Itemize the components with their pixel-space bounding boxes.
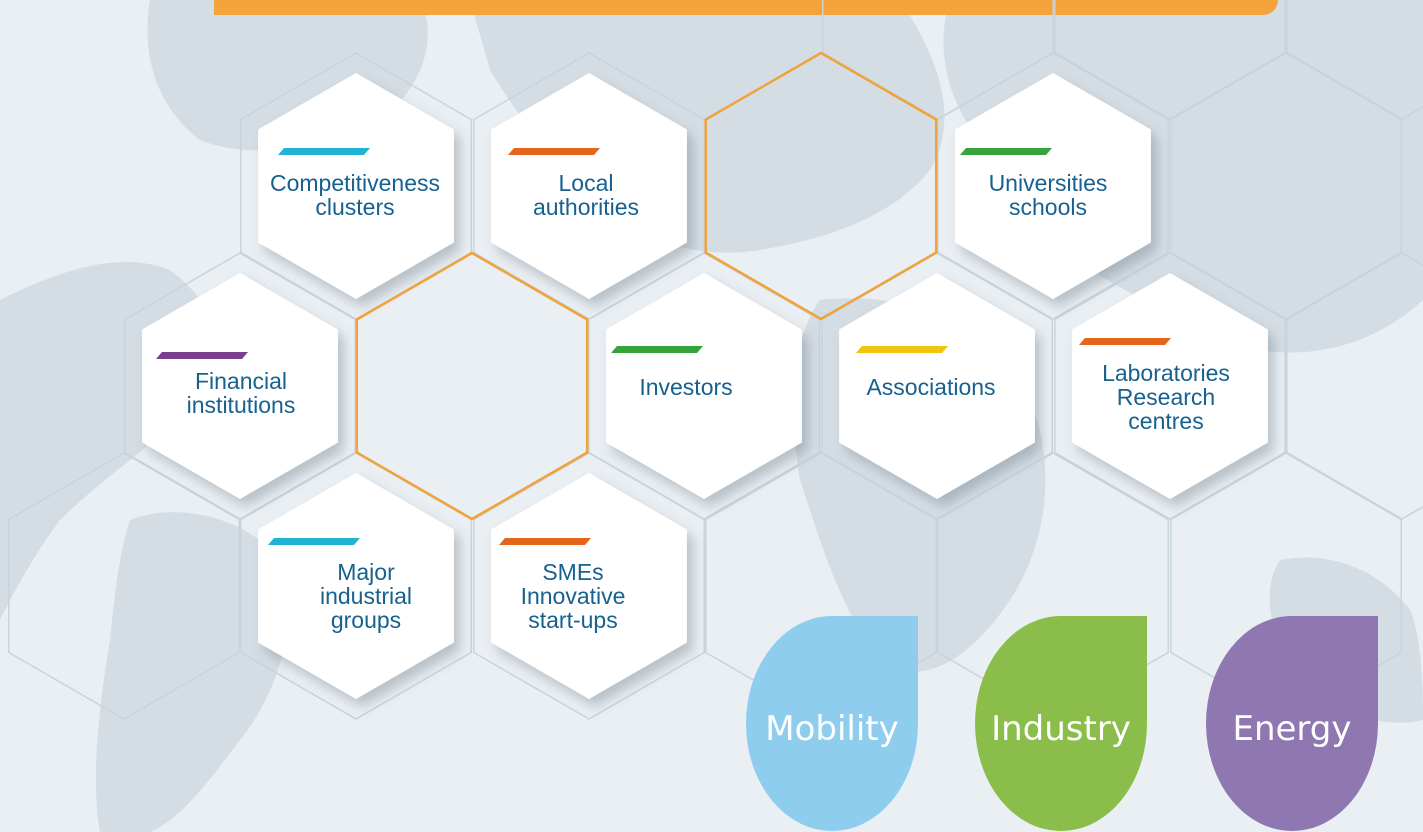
actor-label-line: centres [1128, 408, 1204, 434]
grid-hexagon [1286, 0, 1423, 120]
actor-label-line: Laboratories [1102, 360, 1230, 386]
actor-label-major-industrial-groups: Major industrial groups [276, 560, 456, 632]
accent-bar-local-authorities [508, 148, 600, 155]
actor-hexagon-financial-institutions [142, 273, 338, 499]
actor-label-line: institutions [186, 392, 296, 418]
actor-hexagon-local-authorities [491, 73, 687, 299]
actor-label-financial-institutions: Financial institutions [151, 369, 331, 417]
actor-hexagon-smes-innovative-startups [491, 473, 687, 699]
france-map-hexagon [355, 251, 589, 521]
actor-label-line: authorities [532, 194, 640, 220]
accent-bar-competitiveness-clusters [278, 148, 370, 155]
actor-label-laboratories-research-centres: Laboratories Research centres [1076, 361, 1256, 433]
sector-label: Industry [991, 708, 1131, 749]
top-banner [214, 0, 1278, 15]
actor-label-investors: Investors [596, 375, 776, 399]
actor-label-line: Innovative [520, 583, 626, 609]
map-hexagons [355, 51, 938, 521]
accent-bar-laboratories-research-centres [1079, 338, 1171, 345]
accent-bar-major-industrial-groups [268, 538, 360, 545]
grid-hexagon [8, 452, 240, 720]
actor-label-line: Research [1116, 384, 1216, 410]
actor-label-line: SMEs [542, 559, 604, 585]
actor-label-line: schools [1009, 194, 1087, 220]
actor-label-smes-innovative-startups: SMEs Innovative start-ups [483, 560, 663, 632]
actor-label-line: groups [330, 607, 402, 633]
accent-bar-financial-institutions [156, 352, 248, 359]
sector-badge-industry: Industry [975, 616, 1147, 831]
actor-label-line: start-ups [528, 607, 618, 633]
grid-hexagon [1054, 252, 1286, 520]
grid-hexagon [356, 252, 588, 520]
actor-label-line: Local [558, 170, 614, 196]
actor-label-line: Major [337, 559, 395, 585]
actor-hexagon-laboratories-research-centres [1072, 273, 1268, 499]
grid-hexagon [1170, 452, 1402, 720]
grid-hexagon [1170, 52, 1402, 320]
sector-label: Energy [1232, 708, 1352, 749]
actor-hexagon-universities-schools [955, 73, 1151, 299]
actor-label-line: clusters [315, 194, 395, 220]
actor-hexagons [142, 73, 1268, 699]
actor-label-line: Associations [866, 374, 996, 400]
actor-label-local-authorities: Local authorities [496, 171, 676, 219]
grid-hexagon [1286, 252, 1423, 520]
accent-bar-smes-innovative-startups [499, 538, 591, 545]
actor-label-universities-schools: Universities schools [958, 171, 1138, 219]
actor-hexagon-associations [839, 273, 1035, 499]
actor-hexagon-competitiveness-clusters [258, 73, 454, 299]
europe-map-hexagon [704, 51, 938, 321]
sector-badge-energy: Energy [1206, 616, 1378, 831]
actor-hexagon-major-industrial-groups [258, 473, 454, 699]
actor-label-line: Investors [639, 374, 733, 400]
grid-hexagon [705, 452, 937, 720]
actor-label-line: Competitiveness [269, 170, 441, 196]
accent-bar-universities-schools [960, 148, 1052, 155]
grid-hexagon [473, 452, 705, 720]
sector-badge-mobility: Mobility [746, 616, 918, 831]
grid-hexagon [124, 252, 356, 520]
grid-hexagon [1054, 0, 1286, 120]
accent-bar-investors [611, 346, 703, 353]
actor-label-line: Universities [988, 170, 1108, 196]
actor-label-line: Financial [194, 368, 288, 394]
actor-label-associations: Associations [841, 375, 1021, 399]
sector-label: Mobility [765, 708, 899, 749]
grid-hexagon [937, 452, 1169, 720]
accent-bars [156, 148, 1171, 545]
actor-label-competitiveness-clusters: Competitiveness clusters [265, 171, 445, 219]
grid-hexagon [705, 52, 937, 320]
accent-bar-associations [856, 346, 948, 353]
grid-hexagon [822, 0, 1054, 120]
actor-hexagon-investors [606, 273, 802, 499]
actor-label-line: industrial [319, 583, 413, 609]
